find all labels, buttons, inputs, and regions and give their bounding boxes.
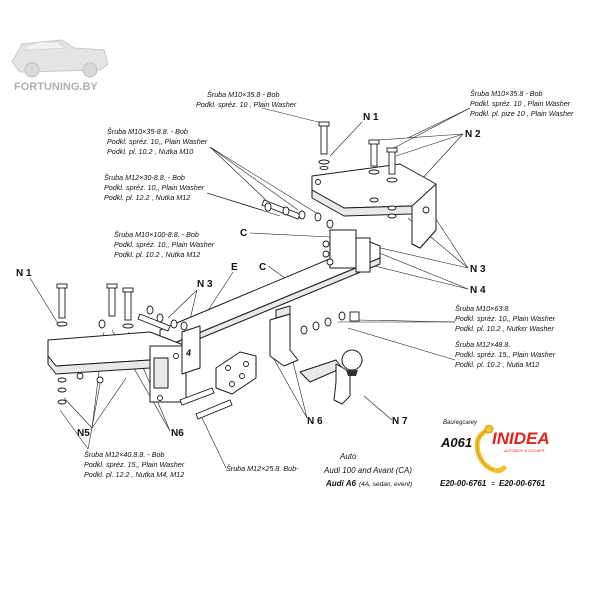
- right-bracket: [311, 163, 437, 273]
- label-e: E: [231, 262, 238, 273]
- bauregcarey-label: Bauregcarey: [443, 420, 478, 426]
- note-top-right-line2: Podkl. spréz. 10 , Plain Washer: [470, 99, 571, 108]
- note-right-mid1-line3: Podkl. pl. 10.2 , Nutkєr Washer: [455, 324, 555, 333]
- label-4: 4: [185, 348, 191, 358]
- code-separator: =: [491, 481, 495, 488]
- note-right-mid1-line2: Podkl. spréz. 10,, Plain Washer: [455, 314, 556, 323]
- note-top-center-line2: Podkl. spréz. 10 , Plain Washer: [196, 100, 297, 109]
- center-drop-bracket: [269, 305, 299, 367]
- note-top-right-line3: Podkl. pl. pize 10 , Plain Washer: [470, 109, 574, 118]
- label-n5: N5: [77, 428, 90, 439]
- label-c-mid: C: [259, 262, 266, 273]
- bolts-bottom: [179, 387, 233, 420]
- plate-4: 4: [181, 325, 201, 375]
- label-n1-left: N 1: [16, 268, 32, 279]
- label-n2: N 2: [465, 129, 481, 140]
- note-right-mid1-line1: Šruba M10×63.8.: [455, 304, 510, 313]
- label-n3-right: N 3: [470, 264, 486, 275]
- watermark-logo: [11, 39, 109, 78]
- bolts-right-mid: [300, 311, 360, 335]
- bolts-left: [56, 283, 134, 405]
- label-n7: N 7: [392, 416, 408, 427]
- bolts-horizontal-upper: [261, 199, 334, 266]
- note-bottom-left-line2: Podkl. spréz. 15,, Plain Washer: [84, 460, 185, 469]
- note-left-mid-line3: Podkl. pl. 12.2 , Nutka M12: [104, 193, 190, 202]
- label-n3-mid: N 3: [197, 279, 213, 290]
- label-n6-left: N6: [171, 428, 184, 439]
- auto-label: Auto: [339, 452, 357, 461]
- note-left-upper-line2: Podkl. spréz. 10,, Plain Washer: [107, 137, 208, 146]
- note-right-mid2-line2: Podkl. spréz. 15,, Plain Washer: [455, 350, 556, 359]
- note-left-upper-line1: Šruba M10×35-8.8. - Bob: [107, 127, 188, 136]
- code-2: E20-00-6761: [499, 479, 546, 488]
- label-n1-top: N 1: [363, 112, 379, 123]
- bolts-middle: [137, 305, 188, 332]
- towball-assembly: [299, 349, 363, 405]
- note-top-right-line1: Šruba M10×35.8 - Bob: [470, 89, 543, 98]
- note-center-mid-line1: Šruba M10×100-8.8. - Bob: [114, 230, 199, 239]
- note-bottom-left-line1: Šruba M12×40.8.8. - Bob: [84, 450, 165, 459]
- label-n6-mid: N 6: [307, 416, 323, 427]
- brand-tagline: AUTOBOX & ESCAPE: [504, 448, 545, 453]
- note-top-center-line1: Šruba M10×35.8 - Bob: [207, 90, 280, 99]
- note-center-mid-line2: Podkl. spréz. 10,, Plain Washer: [114, 240, 215, 249]
- note-right-mid2-line3: Podkl. pl. 10.2 , Nutіa M12: [455, 360, 539, 369]
- brand-name: INIDEA: [492, 429, 550, 448]
- note-bottom-left-line3: Podkl. pl. 12.2 , Nutka M4, M12: [84, 470, 184, 479]
- vehicle-line2-rest: (4A, sedan, event): [359, 481, 412, 488]
- left-bracket: [47, 331, 187, 403]
- bolts-top: [318, 121, 398, 219]
- vehicle-line2-model: Audi A6: [325, 479, 356, 488]
- brand-logo: INIDEA AUTOBOX & ESCAPE: [474, 424, 550, 474]
- note-right-mid2-line1: Šruba M12×48.8.: [455, 340, 510, 349]
- note-left-upper-line3: Podkl. pl. 10.2 , Nutka M10: [107, 147, 193, 156]
- note-left-mid-line1: Šruba M12×30-8.8. - Bob: [104, 173, 185, 182]
- hitch-mount-plate: [215, 351, 257, 395]
- note-bottom-center: Šruba M12×25.8. Bub-: [226, 464, 299, 473]
- label-n4: N 4: [470, 285, 486, 296]
- note-left-mid-line2: Podkl. spréz. 10,, Plain Washer: [104, 183, 205, 192]
- model-code: A061: [440, 435, 472, 450]
- vehicle-line1: Audi 100 and Avant (CA): [323, 466, 412, 475]
- note-center-mid-line3: Podkl. pl. 10.2 , Nutka M12: [114, 250, 200, 259]
- label-c-left: C: [240, 228, 247, 239]
- code-1: E20-00-6761: [440, 479, 487, 488]
- watermark-text: FORTUNING.BY: [14, 81, 98, 93]
